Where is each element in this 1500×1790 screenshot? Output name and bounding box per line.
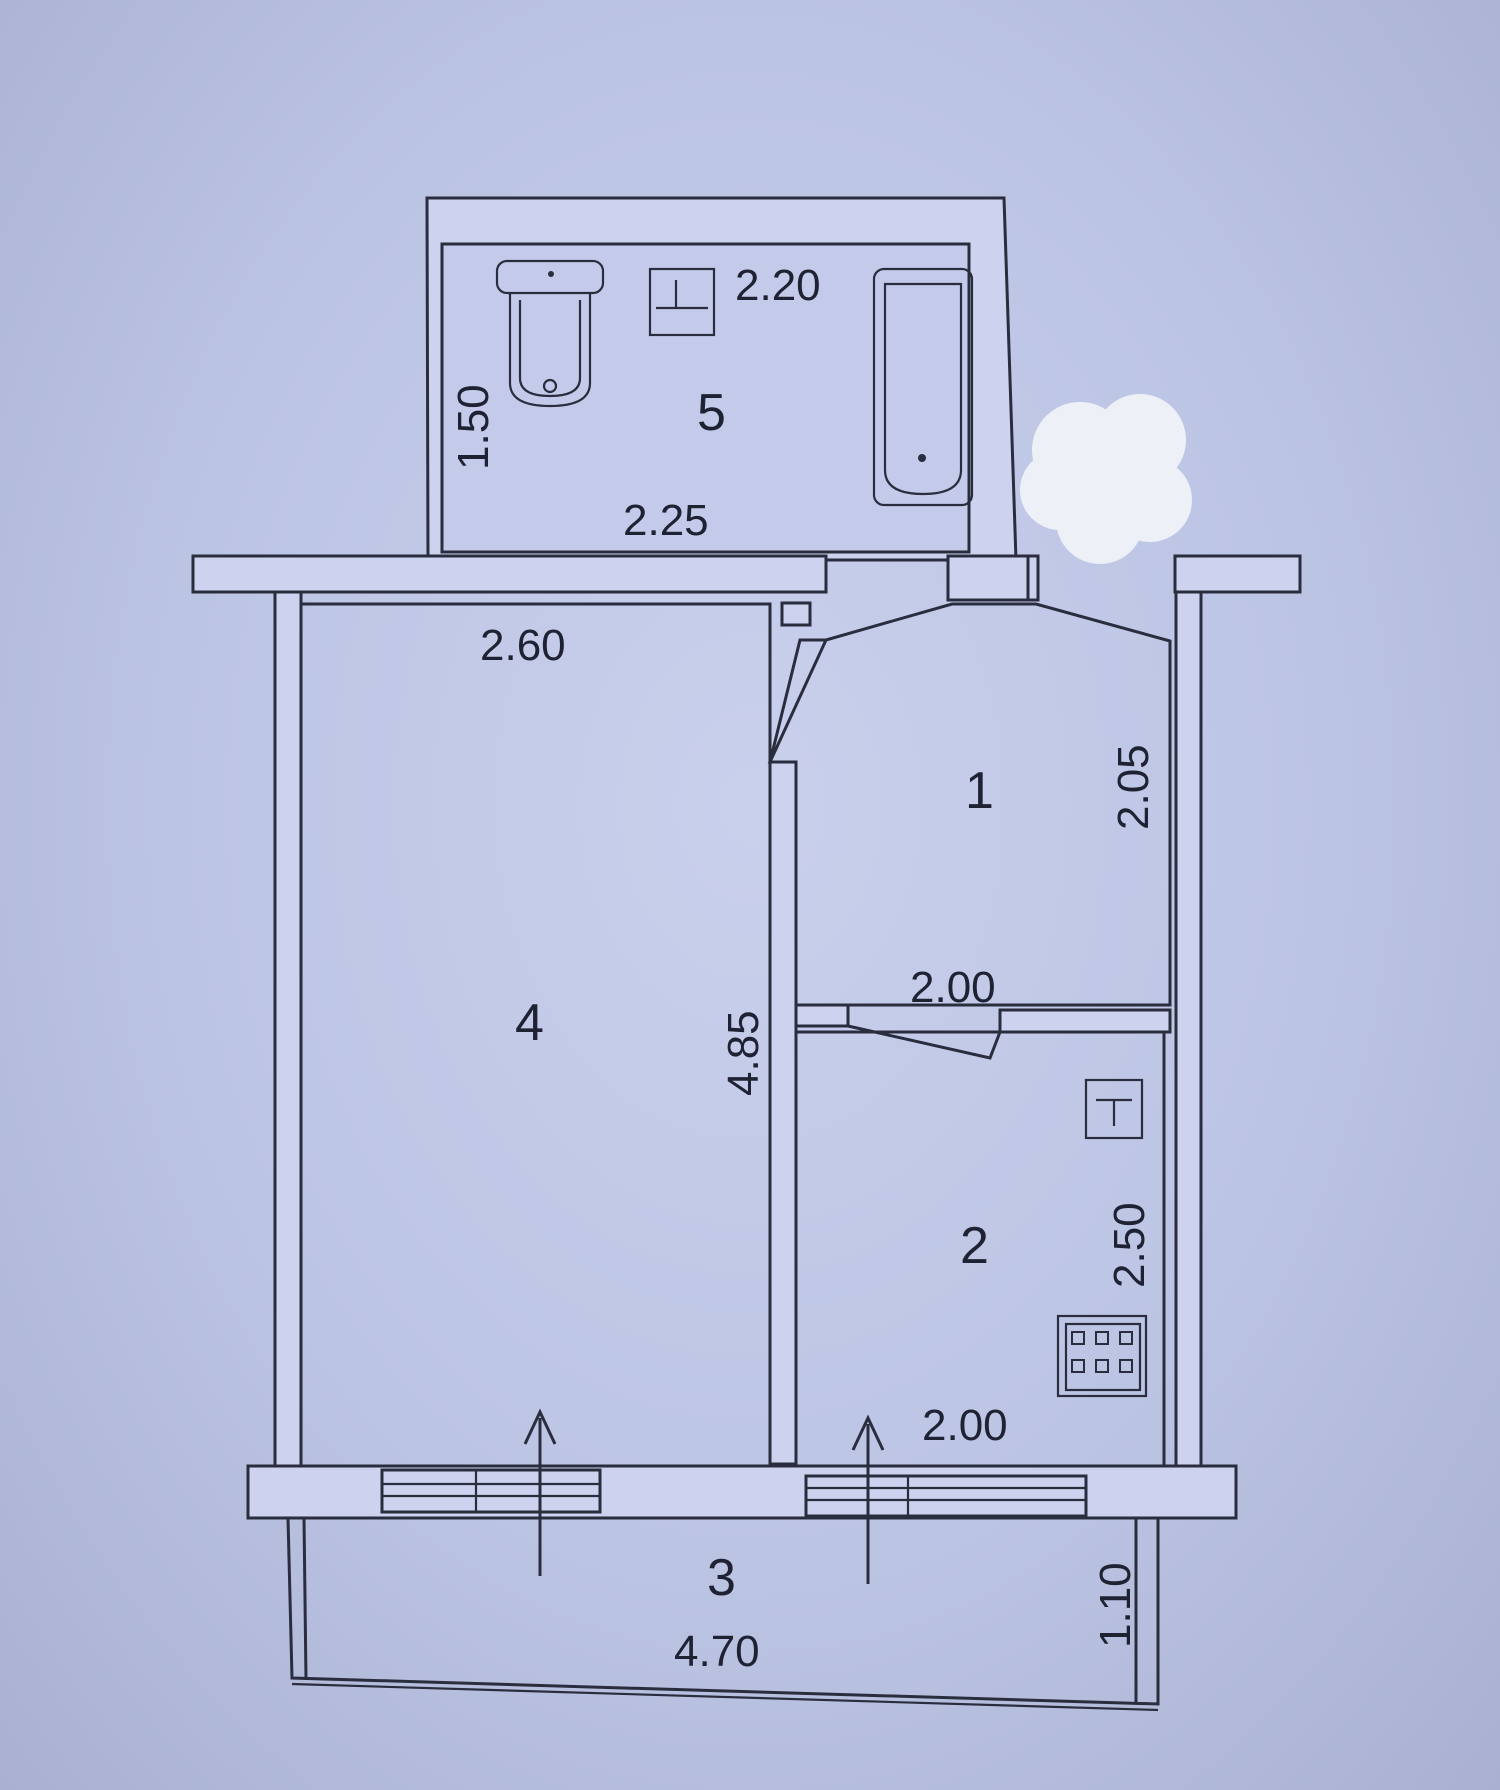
room-3-label: 3 [707,1549,736,1607]
dim-hall-width: 2.00 [910,963,996,1012]
dim-room4-height: 4.85 [719,1010,768,1096]
bathroom-walls [425,196,1018,562]
room-2-label: 2 [960,1217,989,1275]
bottom-windows-wall [246,1464,1238,1520]
stove-icon [1056,1314,1148,1398]
door-swings [768,601,1002,1060]
obscured-blob [1020,394,1192,564]
dim-kitchen-width: 2.00 [922,1401,1008,1450]
balcony [286,1516,1160,1712]
dim-balcony-depth: 1.10 [1091,1562,1140,1648]
room-4-label: 4 [515,994,544,1052]
dim-balcony-width: 4.70 [674,1627,760,1676]
dim-bath-width-top: 2.20 [735,261,821,310]
dim-room4-width: 2.60 [480,621,566,670]
bathtub-icon [872,267,974,507]
dim-bath-width-bottom: 2.25 [623,496,709,545]
room-1-label: 1 [965,762,994,820]
room-5-label: 5 [697,384,726,442]
dim-bath-height: 1.50 [449,384,498,470]
apartment-outer-walls [191,554,1302,1468]
sink-icon [648,267,716,337]
balcony-door-arrow-icon [523,1408,885,1584]
kitchen-sink-icon [1084,1078,1144,1140]
toilet-icon [495,259,605,408]
dim-hall-height: 2.05 [1109,744,1158,830]
dim-kitchen-height: 2.50 [1105,1202,1154,1288]
